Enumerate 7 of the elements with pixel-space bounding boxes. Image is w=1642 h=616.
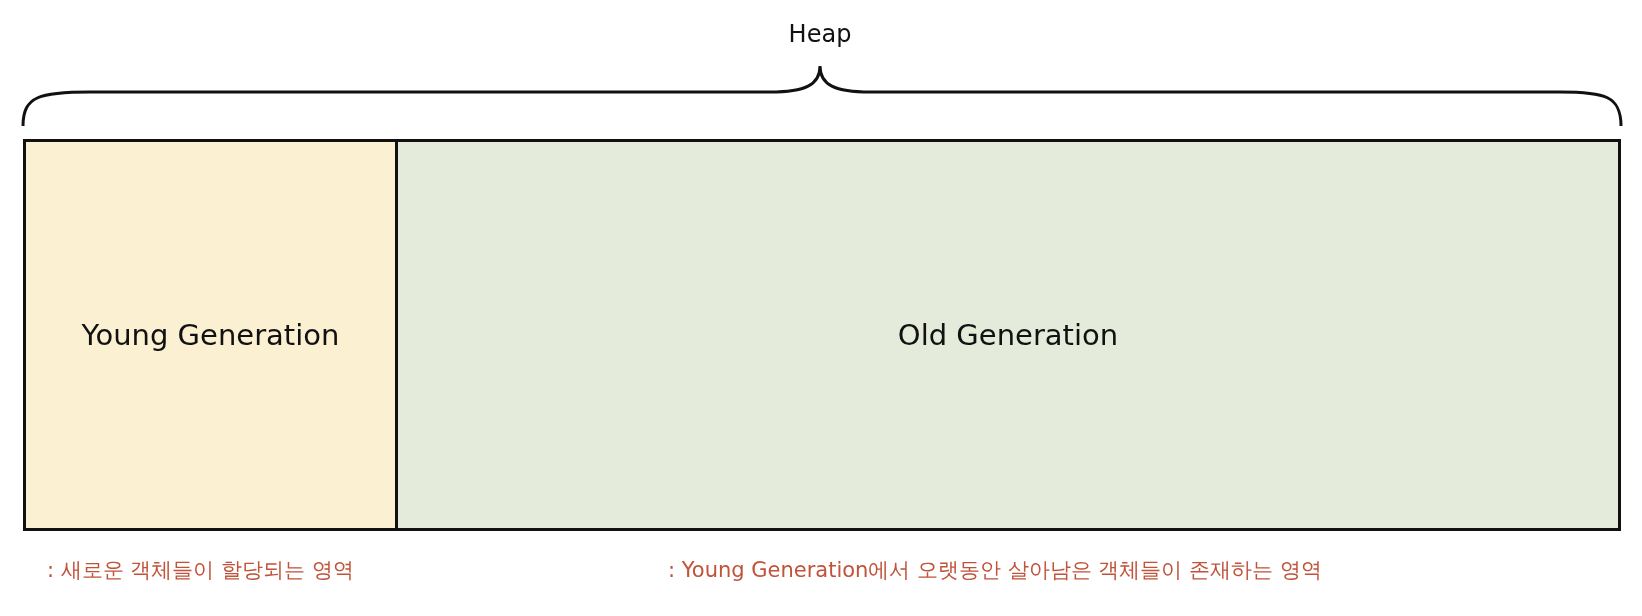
brace-label: Heap xyxy=(788,20,852,48)
memory-region xyxy=(23,139,398,531)
region-description: : 새로운 객체들이 할당되는 영역 xyxy=(47,557,354,584)
region-label: Old Generation xyxy=(897,318,1119,352)
memory-region xyxy=(395,139,1621,531)
region-description: : Young Generation에서 오랫동안 살아남은 객체들이 존재하는 영역 xyxy=(668,557,1322,584)
region-label: Young Generation xyxy=(81,318,340,352)
